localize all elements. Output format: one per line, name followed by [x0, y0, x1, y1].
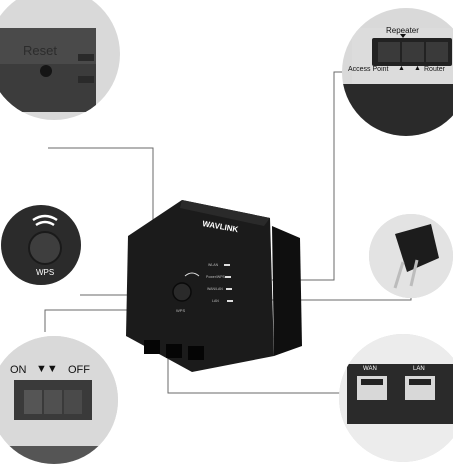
device-wps-button — [172, 282, 192, 302]
router-label: Router — [424, 66, 446, 73]
repeater-label: Repeater — [386, 26, 419, 35]
reset-label: Reset — [23, 43, 57, 58]
wan-label: WAN — [363, 366, 377, 372]
off-label: OFF — [68, 364, 90, 376]
reset-hole — [40, 65, 52, 77]
on-label: ON — [10, 364, 27, 376]
plug-body — [395, 224, 439, 272]
plug-callout — [369, 214, 453, 298]
device-wifi-icon — [184, 272, 200, 277]
wifi-icon — [32, 214, 58, 222]
ports-callout: WAN LAN — [339, 334, 453, 462]
router-arrow-icon: ▲ — [414, 65, 421, 72]
device-led-label-3: WAN/LAN — [207, 287, 223, 291]
plug-pin-right — [409, 259, 419, 287]
leader-line-ports — [167, 354, 356, 394]
range-extender-device: WAVLINK WPS WLAN Power/WPS WAN/LAN LAN — [126, 200, 302, 372]
access-point-label: Access Point — [348, 66, 389, 73]
device-side — [272, 226, 302, 356]
device-led-2 — [225, 276, 231, 278]
repeater-arrow-icon — [400, 34, 406, 38]
power-arrow-icon: ▼▼ — [36, 363, 58, 375]
plug-pin-left — [393, 261, 405, 289]
device-led-3 — [226, 288, 232, 290]
device-led-1 — [224, 264, 230, 266]
access-point-arrow-icon: ▲ — [398, 65, 405, 72]
wps-button — [28, 231, 62, 265]
device-led-4 — [227, 300, 233, 302]
wps-callout: WPS — [1, 205, 81, 285]
mode-switch-callout: Repeater Access Point ▲ ▲ Router — [342, 8, 453, 136]
power-switch-callout: ON ▼▼ OFF — [0, 336, 118, 464]
reset-callout: Reset — [0, 0, 120, 120]
wps-label: WPS — [36, 268, 55, 277]
device-led-label-1: WLAN — [208, 263, 219, 267]
device-top — [180, 200, 270, 226]
device-body — [126, 200, 274, 372]
device-led-label-4: LAN — [212, 299, 219, 303]
device-led-label-2: Power/WPS — [206, 275, 226, 279]
lan-label: LAN — [413, 366, 425, 372]
device-wps-label: WPS — [176, 308, 185, 313]
